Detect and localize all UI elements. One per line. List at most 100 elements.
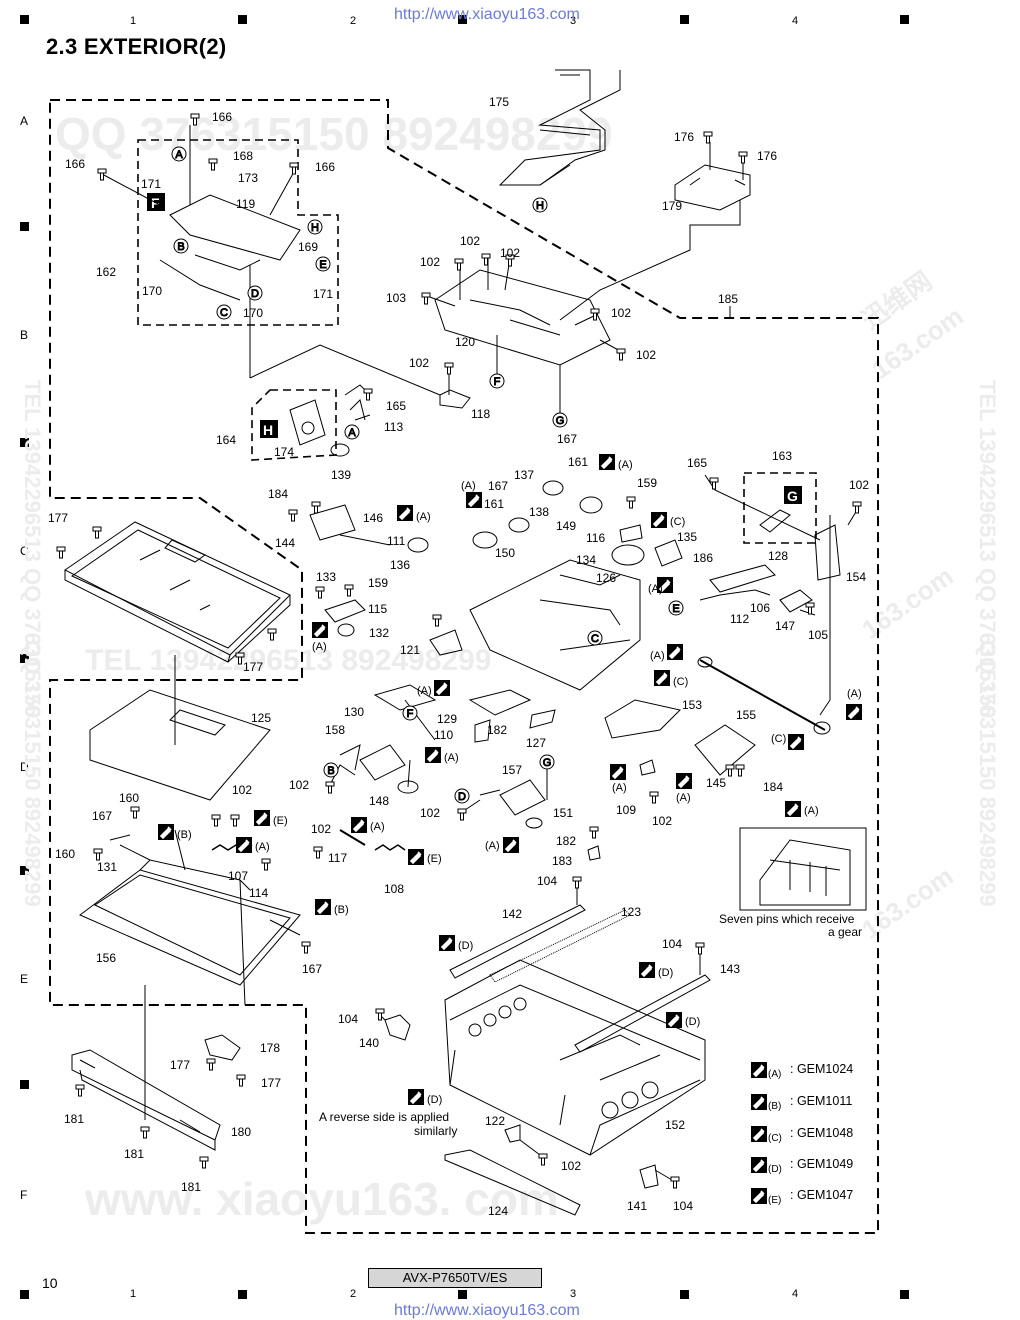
svg-text:104: 104 (537, 874, 557, 888)
registration-mark (20, 15, 29, 24)
svg-text:B: B (177, 241, 184, 253)
footer-url[interactable]: http://www.xiaoyu163.com (394, 1302, 580, 1319)
svg-text:113: 113 (384, 420, 403, 434)
registration-mark (458, 1290, 467, 1299)
watermark-tel: TEL 13942296513 892498299 (85, 644, 491, 677)
svg-text:133: 133 (316, 570, 336, 584)
watermark-side: TEL 13942296513 QQ 376315150 (20, 380, 45, 718)
svg-text:104: 104 (338, 1012, 358, 1026)
svg-text:102: 102 (420, 255, 440, 269)
svg-text:H: H (263, 422, 273, 438)
registration-mark (20, 222, 29, 231)
svg-text:(A): (A) (648, 583, 663, 595)
svg-text:141: 141 (627, 1199, 647, 1213)
svg-text:E: E (319, 259, 326, 271)
svg-text:109: 109 (616, 803, 636, 817)
svg-text:147: 147 (775, 619, 795, 633)
svg-text:E: E (672, 603, 679, 615)
svg-text:123: 123 (621, 905, 641, 919)
registration-mark (458, 15, 467, 24)
svg-text:(E): (E) (273, 815, 288, 827)
svg-text:104: 104 (662, 937, 682, 951)
svg-text:160: 160 (55, 847, 75, 861)
detail-box-g (743, 472, 817, 544)
svg-text:130: 130 (344, 705, 364, 719)
svg-text:140: 140 (359, 1036, 379, 1050)
row-letter: E (20, 972, 29, 986)
svg-text:(A): (A) (847, 688, 862, 700)
svg-text:122: 122 (485, 1114, 505, 1128)
detail-box-f (137, 139, 339, 326)
svg-text:157: 157 (502, 763, 522, 777)
svg-text:181: 181 (64, 1112, 84, 1126)
svg-text:135: 135 (677, 530, 697, 544)
svg-text:(D): (D) (658, 967, 673, 979)
svg-text:186: 186 (693, 551, 713, 565)
svg-text:129: 129 (437, 712, 457, 726)
svg-text:124: 124 (488, 1204, 508, 1218)
svg-text:126: 126 (596, 571, 616, 585)
svg-text:171: 171 (141, 177, 161, 191)
svg-text:102: 102 (652, 814, 672, 828)
svg-text:182: 182 (556, 834, 576, 848)
svg-text:176: 176 (757, 149, 777, 163)
svg-text:C: C (220, 307, 228, 319)
svg-text:121: 121 (400, 643, 420, 657)
svg-text:161: 161 (568, 455, 588, 469)
svg-text:165: 165 (386, 399, 406, 413)
svg-text:165: 165 (687, 456, 707, 470)
svg-text:: GEM1049: : GEM1049 (790, 1157, 853, 1171)
svg-text:(B): (B) (768, 1101, 781, 1112)
registration-mark (20, 438, 29, 447)
svg-text:155: 155 (736, 708, 756, 722)
watermark-side: QQ 376315150 892498299 (20, 640, 45, 907)
column-number: 1 (130, 1288, 137, 1300)
page-number: 10 (42, 1275, 58, 1291)
svg-text:102: 102 (409, 356, 429, 370)
svg-text:F: F (407, 708, 414, 720)
svg-text:(B): (B) (334, 904, 349, 916)
svg-text:160: 160 (119, 791, 139, 805)
svg-text:(E): (E) (768, 1195, 781, 1206)
column-number: 2 (350, 1288, 357, 1300)
svg-text:104: 104 (673, 1199, 693, 1213)
svg-text:111: 111 (387, 534, 406, 548)
svg-text:115: 115 (368, 602, 387, 616)
svg-text:154: 154 (846, 570, 866, 584)
svg-text:(A): (A) (255, 841, 270, 853)
svg-text:: GEM1048: : GEM1048 (790, 1126, 853, 1140)
column-number: 3 (570, 15, 577, 27)
svg-text:(A): (A) (444, 752, 459, 764)
svg-text:: GEM1024: : GEM1024 (790, 1062, 853, 1076)
svg-text:175: 175 (489, 95, 509, 109)
column-number: 4 (792, 1288, 799, 1300)
svg-text:114: 114 (249, 886, 268, 900)
svg-text:168: 168 (233, 149, 253, 163)
svg-text:102: 102 (500, 246, 520, 260)
svg-text:177: 177 (48, 511, 68, 525)
svg-text:153: 153 (682, 698, 702, 712)
model-badge: AVX-P7650TV/ES (368, 1268, 542, 1288)
header-url[interactable]: http://www.xiaoyu163.com (394, 6, 580, 23)
svg-text:C: C (591, 633, 599, 645)
svg-text:184: 184 (268, 487, 288, 501)
svg-text:102: 102 (232, 783, 252, 797)
watermark-side: QQ 376315150 892498299 (975, 640, 1000, 907)
row-letter: B (20, 328, 29, 342)
svg-text:131: 131 (97, 860, 117, 874)
svg-text:A: A (175, 149, 183, 161)
svg-text:(A): (A) (370, 821, 385, 833)
svg-text:178: 178 (260, 1041, 280, 1055)
svg-text:(C): (C) (771, 733, 786, 745)
svg-text:167: 167 (92, 809, 112, 823)
svg-text:103: 103 (386, 291, 406, 305)
svg-text:D: D (251, 288, 259, 300)
svg-text:139: 139 (331, 468, 351, 482)
svg-text:169: 169 (298, 240, 318, 254)
watermark-side: TEL 13942296513 QQ 376315150 (975, 380, 1000, 718)
svg-text:161: 161 (484, 497, 504, 511)
svg-text:H: H (311, 222, 319, 234)
svg-text:118: 118 (471, 407, 490, 421)
svg-text:G: G (543, 757, 552, 769)
registration-mark (238, 1290, 247, 1299)
